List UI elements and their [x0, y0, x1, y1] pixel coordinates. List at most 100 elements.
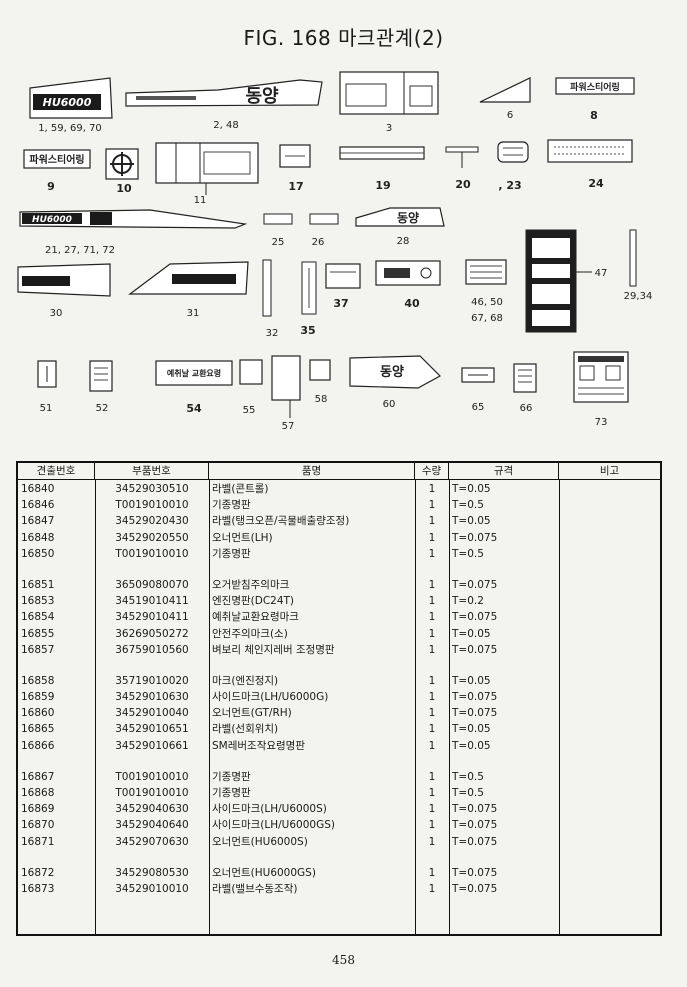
label-23: , 23 — [498, 179, 521, 192]
cell-index: 16867 — [21, 770, 55, 783]
cell-part-name: 오거받침주의마크 — [212, 578, 290, 591]
cell-quantity: 1 — [428, 787, 436, 799]
cell-part-name: 라벨(밸브수동조작) — [212, 882, 298, 895]
cell-part-number: 34529080530 — [115, 866, 189, 879]
page-number: 458 — [332, 953, 355, 967]
cell-index: 16868 — [21, 787, 55, 799]
table-header: 견출번호 부품번호 품명 수량 규격 비고 — [18, 463, 660, 480]
cell-quantity: 1 — [428, 595, 436, 608]
cell-remarks — [559, 865, 660, 881]
parts-diagram: HU6000 1, 59, 69, 70 동양 2, 48 3 6 파워스티어링… — [17, 71, 652, 432]
cell-spec: T=0.05 — [452, 674, 491, 687]
cell-part-name: 기종명판 — [212, 547, 251, 560]
cell-remarks — [559, 593, 660, 609]
hu6000-side-text: HU6000 — [32, 215, 72, 225]
part-73-panel — [573, 351, 629, 403]
cell-spec: T=0.5 — [452, 770, 484, 783]
cell-remarks — [559, 801, 660, 817]
cell-remarks — [559, 769, 660, 785]
part-54-blade-guide: 예취날 교환요령 — [155, 360, 233, 386]
cell-part-name: 엔진명판(DC24T) — [212, 595, 295, 608]
cell-part-name: 안전주의마크(소) — [212, 627, 288, 640]
cell-part-number: 34529010010 — [115, 882, 189, 895]
cell-quantity: 1 — [428, 499, 436, 512]
part-21-side-mark: HU6000 — [19, 209, 248, 229]
cell-quantity: 1 — [428, 547, 436, 560]
cell-spec: T=0.05 — [452, 739, 491, 752]
cell-spec: T=0.075 — [452, 866, 498, 879]
label-10: 10 — [116, 182, 132, 195]
label-3: 3 — [386, 123, 392, 134]
part-32-strip — [262, 259, 272, 317]
cell-quantity: 1 — [428, 531, 436, 544]
label-26: 26 — [312, 237, 325, 248]
cell-part-number: 34519010411 — [115, 595, 189, 608]
label-1: 1, 59, 69, 70 — [38, 123, 102, 134]
cell-remarks — [559, 546, 660, 562]
cell-part-name: 오너먼트(GT/RH) — [212, 707, 292, 720]
cell-quantity: 1 — [428, 515, 436, 528]
cell-part-number: T0019010010 — [115, 770, 189, 783]
blade-guide-text: 예취날 교환요령 — [167, 368, 221, 378]
cell-part-number: T0019010010 — [115, 499, 189, 512]
cell-part-number: T0019010010 — [115, 787, 189, 799]
cell-remarks — [559, 609, 660, 625]
part-3-label — [339, 71, 439, 115]
part-55-label — [239, 359, 263, 385]
label-35: 35 — [300, 324, 315, 337]
cell-index: 16857 — [21, 643, 55, 656]
label-11: 11 — [194, 195, 207, 206]
part-31-badge — [128, 261, 249, 295]
cell-spec: T=0.5 — [452, 547, 484, 560]
cell-part-name: 사이드마크(LH/U6000G) — [212, 691, 329, 704]
label-51: 51 — [40, 403, 53, 414]
part-8-power-steering: 파워스티어링 — [555, 77, 635, 95]
cell-remarks — [559, 642, 660, 658]
cell-spec: T=0.075 — [452, 578, 498, 591]
cell-quantity: 1 — [428, 723, 436, 736]
cell-remarks — [559, 530, 660, 546]
cell-spec: T=0.075 — [452, 691, 498, 704]
cell-index: 16848 — [21, 531, 55, 544]
cell-spec: T=0.5 — [452, 499, 484, 512]
cell-remarks — [559, 834, 660, 850]
part-51-label — [37, 360, 57, 388]
cell-quantity: 1 — [428, 739, 436, 752]
label-9: 9 — [47, 180, 55, 193]
header-part-name: 품명 — [209, 463, 415, 479]
cell-quantity: 1 — [428, 882, 436, 895]
part-24-label — [547, 139, 633, 163]
cell-part-number: 34529030510 — [115, 483, 189, 495]
label-54: 54 — [186, 402, 202, 415]
cell-remarks — [559, 497, 660, 513]
label-32: 32 — [266, 328, 279, 339]
cell-quantity: 1 — [428, 835, 436, 848]
cell-index: 16872 — [21, 866, 55, 879]
label-19: 19 — [375, 179, 390, 192]
cell-index: 16860 — [21, 707, 55, 720]
cell-spec: T=0.05 — [452, 627, 491, 640]
cell-spec: T=0.075 — [452, 611, 498, 624]
cell-part-number: 34529020550 — [115, 531, 189, 544]
cell-quantity: 1 — [428, 866, 436, 879]
cell-remarks — [559, 738, 660, 754]
cell-spec: T=0.075 — [452, 531, 498, 544]
part-23-label — [497, 141, 529, 163]
cell-quantity: 1 — [428, 707, 436, 720]
cell-part-name: SM레버조작요령명판 — [212, 739, 306, 752]
part-35-strip — [301, 261, 317, 315]
header-quantity: 수량 — [415, 463, 449, 479]
cell-part-number: 36759010560 — [115, 643, 189, 656]
cell-index: 16873 — [21, 882, 55, 895]
cell-part-number: 34529070630 — [115, 835, 189, 848]
